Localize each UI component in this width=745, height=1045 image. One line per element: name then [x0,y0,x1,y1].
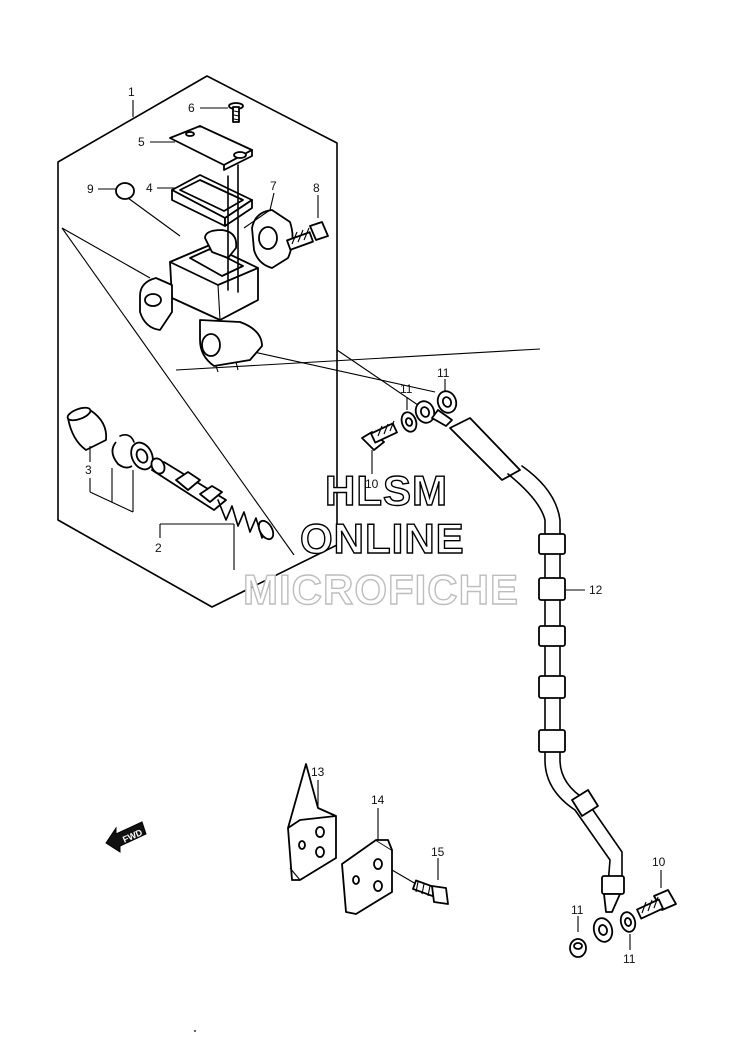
part-circlip-3[interactable] [111,434,135,469]
callout-8: 8 [313,181,320,195]
part-bracket-14[interactable] [341,808,417,915]
callout-1: 1 [128,85,135,99]
callout-11-d: 11 [623,952,636,966]
direction-marker: FWD [105,821,147,853]
part-washer-11-b[interactable] [435,379,459,415]
stray-dot [194,1030,196,1032]
callout-12: 12 [589,583,603,597]
piston-spring [217,499,275,541]
callout-15: 15 [431,845,445,859]
callout-14: 14 [371,793,385,807]
part-washer-11-d[interactable] [619,911,638,950]
callout-11-c: 11 [571,903,584,917]
part-cap-5[interactable] [150,125,253,171]
callout-7: 7 [270,179,277,193]
part-plug-9[interactable] [98,182,181,237]
callout-11-a: 11 [400,382,413,396]
part-union-bolt-10-top[interactable] [361,420,398,474]
part-clamp-7[interactable] [243,192,294,269]
callout-11-b: 11 [437,366,450,380]
callout-10-bottom: 10 [652,855,666,869]
callout-10-top: 10 [365,477,379,491]
part-brake-hose-12[interactable] [413,399,625,944]
part-bolt-15[interactable] [412,858,449,905]
part-washer-11-c[interactable] [569,916,587,958]
part-union-bolt-10-bottom[interactable] [636,870,677,920]
part-bracket-13[interactable] [287,763,337,881]
watermark-line-3: MICROFICHE [243,566,519,613]
part-bolt-8[interactable] [286,195,329,251]
callout-9: 9 [87,182,94,196]
part-washer-3[interactable] [127,439,157,473]
watermark: HLSM ONLINE MICROFICHE [242,466,519,613]
part-boot-3[interactable] [66,405,108,451]
callout-6: 6 [188,101,195,115]
callout-4: 4 [146,181,153,195]
callout-3-leaders [89,446,134,513]
master-cylinder-body[interactable] [139,164,263,373]
watermark-line-2: ONLINE [300,515,465,562]
part-washer-11-a[interactable] [399,397,419,434]
callout-3: 3 [85,463,92,477]
callout-labels: 1 6 5 9 4 7 8 3 2 11 11 10 12 13 14 15 1… [85,85,666,966]
part-screw-6[interactable] [200,102,244,123]
callout-2: 2 [155,541,162,555]
callout-5: 5 [138,135,145,149]
part-piston-2[interactable] [149,456,276,570]
assembly-outline [57,75,541,608]
watermark-line-1: HLSM [325,467,448,514]
callout-13: 13 [311,765,325,779]
fwd-arrow-icon [105,821,147,853]
